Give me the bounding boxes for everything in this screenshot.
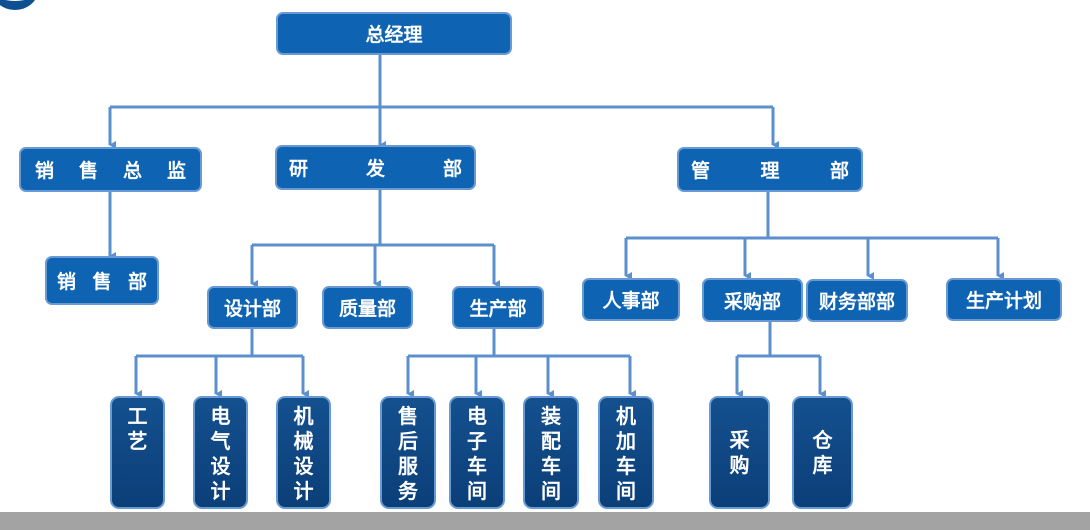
node-char: 服: [398, 454, 418, 478]
node-label: 质量部: [338, 298, 396, 320]
node-char: 仓: [812, 427, 833, 452]
node-process[interactable]: 工 艺: [110, 396, 165, 509]
node-production-planning[interactable]: 生产计划: [946, 278, 1062, 321]
node-label: 总经理: [365, 24, 423, 46]
node-char: 气: [210, 429, 231, 453]
node-electronics-workshop[interactable]: 电 子 车 间: [449, 396, 505, 509]
node-char: 电: [210, 404, 231, 428]
node-char: 售: [398, 404, 418, 428]
node-char: 车: [467, 454, 487, 478]
node-char: 销: [35, 160, 55, 182]
node-char: 部: [127, 271, 147, 293]
node-label: 设计部: [223, 298, 281, 320]
node-char: 购: [729, 452, 750, 477]
node-mechanical-design[interactable]: 机 械 设 计: [276, 396, 331, 509]
node-sales-director[interactable]: 销 售 总 监: [19, 147, 202, 192]
node-char: 计: [293, 479, 314, 503]
node-char: 车: [616, 454, 636, 478]
node-char: 设: [293, 454, 314, 478]
node-char: 车: [541, 454, 561, 478]
node-char: 库: [812, 452, 833, 477]
node-char: 工: [127, 404, 148, 428]
node-assembly-workshop[interactable]: 装 配 车 间: [523, 396, 579, 509]
node-char: 总: [122, 160, 142, 182]
node-char: 设: [210, 454, 231, 478]
node-management-dept[interactable]: 管 理 部: [677, 147, 863, 192]
node-warehouse[interactable]: 仓 库: [792, 396, 853, 509]
node-purchasing[interactable]: 采 购: [709, 396, 770, 509]
node-after-sales[interactable]: 售 后 服 务: [380, 396, 436, 509]
node-char: 机: [616, 404, 636, 428]
node-design-dept[interactable]: 设计部: [207, 286, 298, 329]
node-char: 间: [616, 479, 636, 503]
node-char: 后: [398, 429, 418, 453]
node-general-manager[interactable]: 总经理: [276, 12, 512, 55]
node-char: 监: [166, 160, 186, 182]
node-char: 理: [760, 160, 780, 182]
node-quality-dept[interactable]: 质量部: [322, 286, 413, 329]
node-production-dept[interactable]: 生产部: [452, 286, 544, 329]
node-rd-dept[interactable]: 研 发 部: [275, 145, 476, 190]
node-char: 间: [467, 479, 487, 503]
node-char: 机: [293, 404, 314, 428]
node-char: 售: [78, 160, 98, 182]
node-char: 加: [616, 429, 636, 453]
node-char: 售: [92, 271, 112, 293]
node-label: 生产部: [469, 298, 527, 320]
node-machining-workshop[interactable]: 机 加 车 间: [598, 396, 654, 509]
node-sales-dept[interactable]: 销 售 部: [45, 256, 159, 305]
node-finance-dept[interactable]: 财务部部: [806, 279, 908, 322]
node-label: 财务部部: [818, 291, 895, 313]
node-char: 部: [442, 158, 462, 180]
node-char: 计: [210, 479, 231, 503]
footer-bar: [0, 512, 1090, 530]
node-char: 子: [467, 429, 487, 453]
node-char: 艺: [127, 429, 148, 453]
node-char: 部: [829, 160, 849, 182]
node-char: 务: [398, 479, 418, 503]
node-label: 采购部: [723, 290, 781, 313]
node-char: 械: [293, 429, 314, 453]
node-char: 研: [289, 158, 309, 180]
node-hr-dept[interactable]: 人事部: [582, 278, 680, 321]
corner-decoration: [0, 0, 38, 10]
node-char: 销: [57, 271, 77, 293]
node-label: 生产计划: [965, 290, 1042, 312]
node-char: 间: [541, 479, 561, 503]
node-char: 发: [365, 158, 385, 180]
node-char: 配: [541, 429, 561, 453]
node-electrical-design[interactable]: 电 气 设 计: [193, 396, 248, 509]
node-label: 人事部: [602, 290, 660, 312]
node-char: 装: [541, 404, 561, 428]
node-char: 采: [729, 427, 750, 452]
node-char: 管: [691, 160, 711, 182]
node-char: 电: [467, 404, 487, 428]
node-purchasing-dept[interactable]: 采购部: [702, 278, 803, 322]
